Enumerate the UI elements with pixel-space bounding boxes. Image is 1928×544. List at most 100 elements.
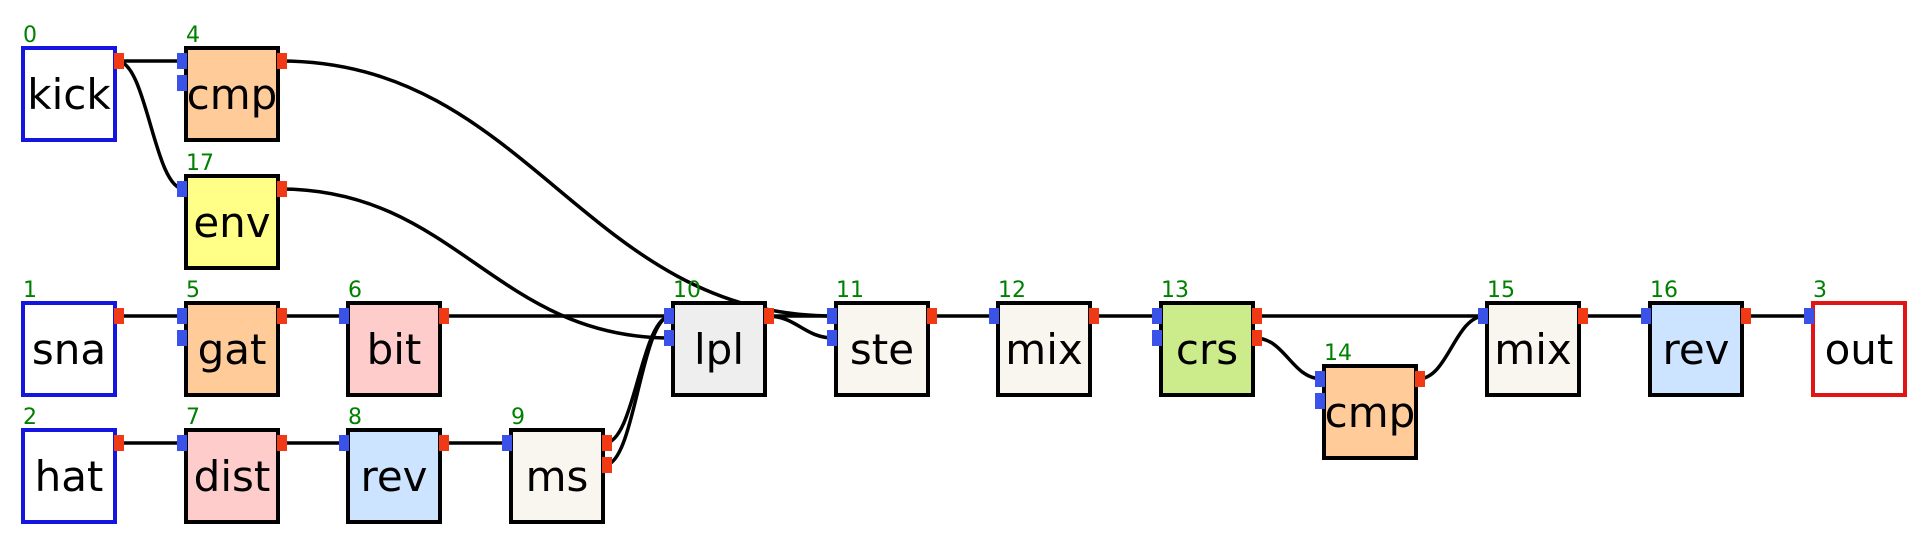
node-label: cmp [1325,388,1416,437]
input-port[interactable] [1315,393,1325,409]
input-port[interactable] [1152,308,1162,324]
node-dist-7[interactable]: dist 7 [177,405,287,524]
node-id: 17 [186,151,214,176]
output-port[interactable] [927,308,937,324]
node-id: 11 [836,278,864,303]
node-label: ms [526,452,589,501]
node-box[interactable] [346,301,442,397]
output-port[interactable] [277,435,287,451]
input-port[interactable] [989,308,999,324]
output-port[interactable] [764,308,774,324]
output-port[interactable] [602,457,612,473]
output-port[interactable] [439,308,449,324]
node-label: lpl [694,325,744,374]
node-label: ste [850,325,914,374]
node-id: 7 [186,405,200,430]
input-port[interactable] [1152,330,1162,346]
input-port[interactable] [664,308,674,324]
input-port[interactable] [177,53,187,69]
node-box[interactable] [1159,301,1255,397]
input-port[interactable] [177,181,187,197]
node-box[interactable] [184,174,280,270]
node-ste-11[interactable]: ste 11 [827,278,937,397]
output-port[interactable] [439,435,449,451]
node-id: 9 [511,405,525,430]
output-port[interactable] [1252,330,1262,346]
output-port[interactable] [1741,308,1751,324]
output-port[interactable] [114,435,124,451]
output-port[interactable] [277,53,287,69]
input-port[interactable] [339,308,349,324]
node-ms-9[interactable]: ms9 [502,405,612,524]
input-port[interactable] [339,435,349,451]
input-port[interactable] [177,308,187,324]
output-port[interactable] [277,308,287,324]
node-box[interactable] [1322,364,1418,460]
input-port[interactable] [664,330,674,346]
input-port[interactable] [1641,308,1651,324]
node-box[interactable] [1811,301,1907,397]
output-port[interactable] [1578,308,1588,324]
node-label: dist [194,452,271,501]
output-port[interactable] [1089,308,1099,324]
node-label: kick [27,70,111,119]
node-cmp-14[interactable]: cmp 14 [1315,341,1425,460]
node-box[interactable] [21,46,117,142]
node-label: rev [360,452,427,501]
output-port[interactable] [114,308,124,324]
input-port[interactable] [827,308,837,324]
node-label: crs [1176,325,1238,374]
node-box[interactable] [671,301,767,397]
node-box[interactable] [184,46,280,142]
connection-wire [1254,336,1323,381]
connection-wire [279,187,672,340]
node-box[interactable] [184,428,280,524]
output-port[interactable] [114,53,124,69]
input-port[interactable] [1804,308,1814,324]
node-box[interactable] [1485,301,1581,397]
output-port[interactable] [602,435,612,451]
node-box[interactable] [509,428,605,524]
output-port[interactable] [277,181,287,197]
node-box[interactable] [346,428,442,524]
node-box[interactable] [21,428,117,524]
node-label: gat [198,325,267,374]
node-label: hat [35,452,104,501]
node-label: rev [1662,325,1729,374]
input-port[interactable] [502,435,512,451]
input-port[interactable] [827,330,837,346]
input-port[interactable] [177,330,187,346]
node-id: 5 [186,278,200,303]
input-port[interactable] [1315,371,1325,387]
input-port[interactable] [1478,308,1488,324]
node-id: 14 [1324,341,1352,366]
node-label: mix [1005,325,1082,374]
node-box[interactable] [834,301,930,397]
node-box[interactable] [21,301,117,397]
node-box[interactable] [996,301,1092,397]
connection-wire [766,314,835,340]
node-box[interactable] [184,301,280,397]
output-port[interactable] [1252,308,1262,324]
input-port[interactable] [177,75,187,91]
input-port[interactable] [177,435,187,451]
node-id: 3 [1813,278,1827,303]
output-port[interactable] [1415,371,1425,387]
node-box[interactable] [1648,301,1744,397]
node-label: cmp [187,70,278,119]
node-gat-5[interactable]: gat 5 [177,278,287,397]
